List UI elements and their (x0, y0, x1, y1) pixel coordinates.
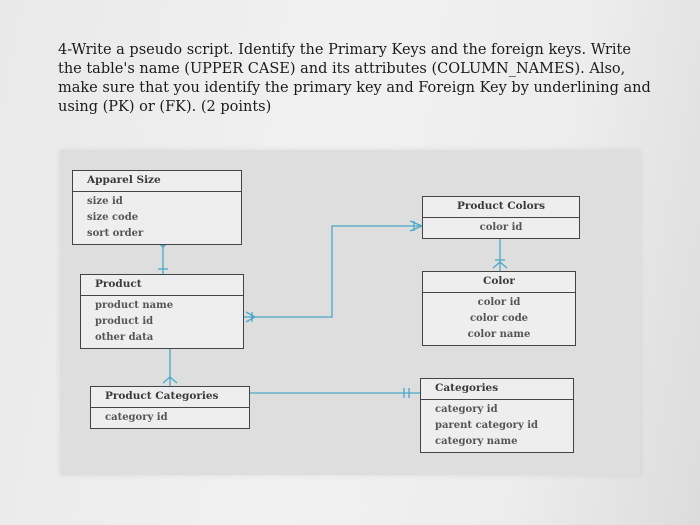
attribute: product name (95, 300, 174, 311)
attribute: category id (105, 412, 168, 423)
entity-categories: Categories category id parent category i… (420, 378, 574, 453)
entity-apparel-size: Apparel Size size id size code sort orde… (72, 170, 242, 245)
attribute: size id (87, 196, 123, 207)
entity-title: Product Categories (91, 387, 249, 408)
relationship-lines (155, 220, 508, 398)
attribute: category id (435, 404, 498, 415)
attribute: product id (95, 316, 154, 327)
attribute: color id (479, 222, 523, 233)
attribute: color code (469, 313, 529, 324)
entity-product-colors: Product Colors color id (422, 196, 580, 239)
attribute: other data (95, 332, 154, 343)
entity-color: Color color id color code color name (422, 271, 576, 346)
question-text: 4-Write a pseudo script. Identify the Pr… (58, 42, 651, 115)
entity-product: Product product name product id other da… (80, 274, 244, 349)
entity-product-categories: Product Categories category id (90, 386, 250, 429)
attribute: sort order (87, 228, 144, 239)
er-diagram: Apparel Size size id size code sort orde… (60, 150, 640, 475)
attribute: parent category id (435, 420, 539, 431)
entity-title: Product (81, 275, 243, 296)
attribute: category name (435, 436, 518, 447)
entity-title: Categories (421, 379, 573, 400)
entity-title: Apparel Size (73, 171, 241, 192)
attribute: size code (87, 212, 139, 223)
entity-title: Color (423, 272, 575, 293)
attribute: color name (467, 329, 531, 340)
rel-product-productcolors (243, 225, 422, 318)
entity-title: Product Colors (423, 197, 579, 218)
attribute: color id (477, 297, 521, 308)
